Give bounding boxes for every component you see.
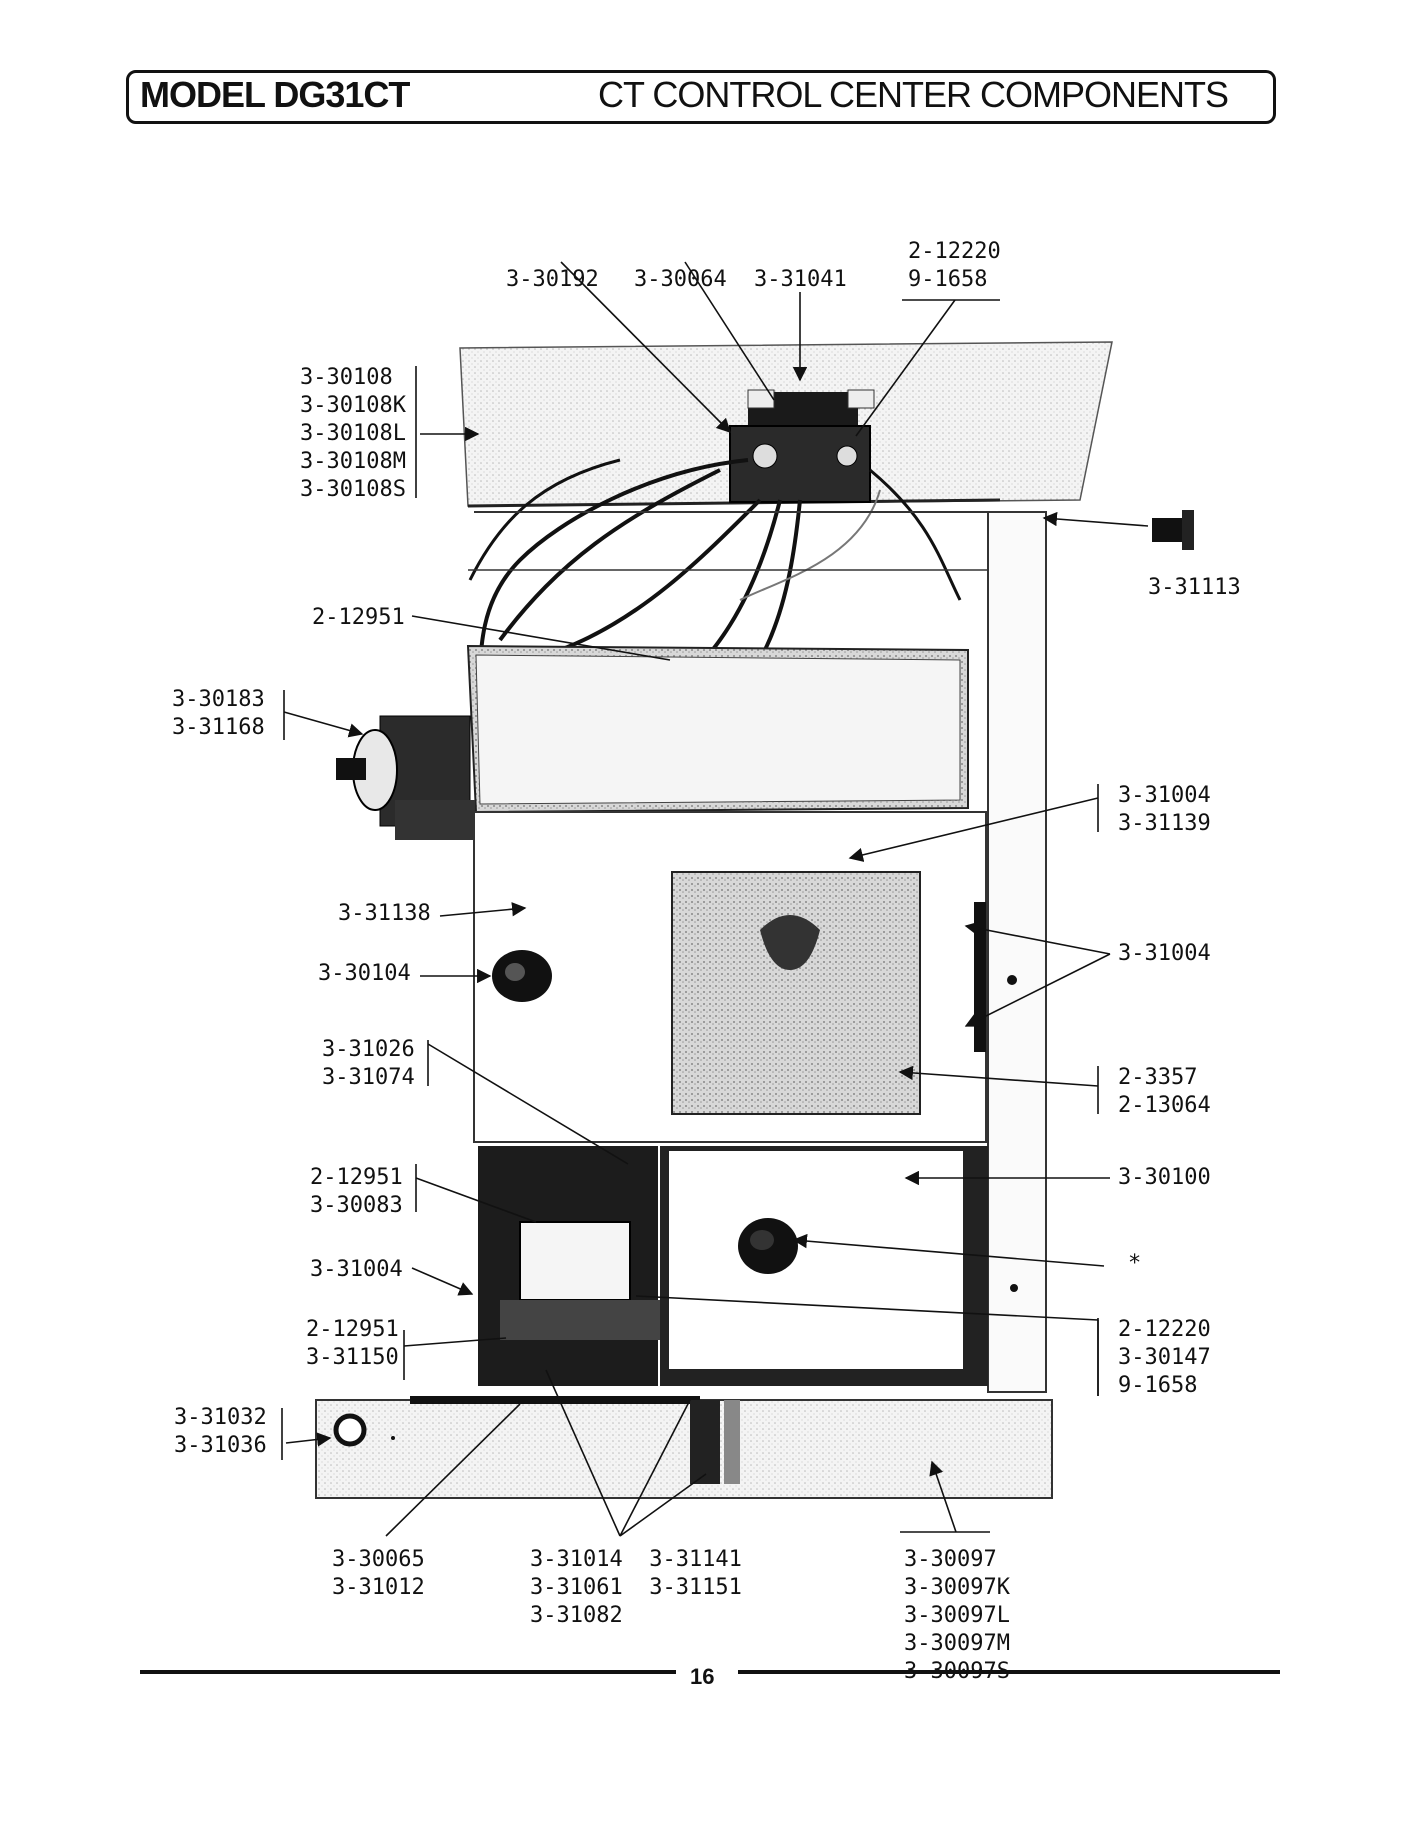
callout-2-3357-group: 2-3357 2-13064 [1118, 1065, 1211, 1118]
callout-3-30183-group: 3-30183 3-31168 [172, 687, 265, 740]
callout-3-31113: 3-31113 [1148, 575, 1241, 600]
callout-3-31026-group: 3-31026 3-31074 [322, 1037, 415, 1090]
callout-2-12951-3-31150: 2-12951 3-31150 [306, 1317, 399, 1370]
callout-3-31004-right: 3-31004 [1118, 941, 1211, 966]
knob [492, 950, 552, 1002]
callout-3-30097-group: 3-30097 3-30097K 3-30097L 3-30097M 3-300… [904, 1547, 1010, 1684]
page-number: 16 [690, 1664, 715, 1689]
callout-3-31032-group: 3-31032 3-31036 [174, 1405, 267, 1458]
base-panel [315, 1396, 1053, 1499]
callout-3-30100: 3-30100 [1118, 1165, 1211, 1190]
callout-star: * [1128, 1251, 1142, 1276]
header-frame [126, 70, 1276, 124]
callout-2-12220-top: 2-12220 [908, 239, 1001, 264]
callout-3-30065-group: 3-30065 3-31012 [332, 1547, 425, 1600]
callout-3-31004-3-31139: 3-31004 3-31139 [1118, 783, 1211, 836]
callout-3-31014-group: 3-31014 3-31141 3-31061 3-31151 3-31082 [530, 1547, 742, 1628]
callout-3-31041: 3-31041 [754, 267, 847, 292]
callout-3-31004-lower: 3-31004 [310, 1257, 403, 1282]
callout-2-12951-upper: 2-12951 [312, 605, 405, 630]
transformer [336, 715, 475, 840]
timer-block [729, 389, 875, 503]
cabinet-frame [468, 511, 1047, 1393]
callout-3-30108-group: 3-30108 3-30108K 3-30108L 3-30108M 3-301… [300, 365, 406, 502]
callout-3-30104: 3-30104 [318, 961, 411, 986]
callout-9-1658-top: 9-1658 [908, 267, 988, 292]
section-title: CT CONTROL CENTER COMPONENTS [598, 74, 1229, 115]
upper-compartment [466, 644, 969, 814]
model-title: MODEL DG31CT [140, 74, 410, 115]
callout-2-12951-3-30083: 2-12951 3-30083 [310, 1165, 403, 1218]
leader-lines [281, 261, 1149, 1537]
screw-3-31113 [1152, 510, 1194, 550]
callout-2-12220-group: 2-12220 3-30147 9-1658 [1118, 1317, 1211, 1398]
callout-3-30192: 3-30192 [506, 267, 599, 292]
control-panel [473, 811, 987, 1143]
callout-3-31138: 3-31138 [338, 901, 431, 926]
lower-compartment [478, 1146, 988, 1386]
callout-3-30064: 3-30064 [634, 267, 727, 292]
